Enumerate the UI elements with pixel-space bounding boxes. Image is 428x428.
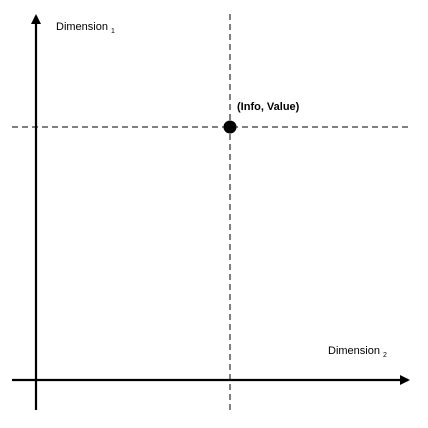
x-axis-label-subscript: 2 — [383, 352, 387, 359]
y-axis-label: Dimension 1 — [56, 21, 115, 35]
y-axis-label-subscript: 1 — [111, 28, 115, 35]
data-point — [223, 120, 237, 134]
x-axis-label: Dimension 2 — [328, 345, 387, 359]
x-axis-label-text: Dimension — [328, 345, 380, 357]
y-axis-label-text: Dimension — [56, 21, 108, 33]
point-label: (Info, Value) — [237, 101, 300, 113]
